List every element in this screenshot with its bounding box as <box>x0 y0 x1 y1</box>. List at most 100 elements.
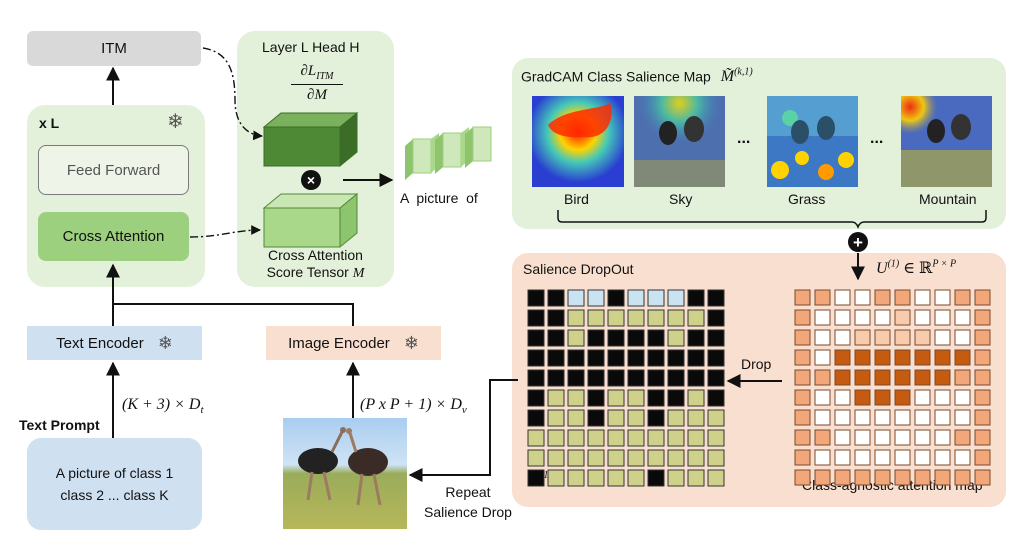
attention-dims: P × P <box>932 258 957 270</box>
gradcam-heatmap-bird <box>532 96 624 187</box>
tensor-symbol: M <box>352 266 365 281</box>
attention-cell <box>894 449 911 466</box>
gradient-tensor-block <box>262 111 359 168</box>
dropout-cell <box>687 349 705 367</box>
image-dims-label: (P x P + 1) × Dv <box>360 396 467 416</box>
dropout-cell <box>607 309 625 327</box>
dropout-cell <box>627 349 645 367</box>
dropout-cell <box>527 469 545 487</box>
dropout-cell <box>667 369 685 387</box>
dropout-cell <box>707 429 725 447</box>
output-caption: A picture of <box>400 190 478 206</box>
dropout-cell <box>667 389 685 407</box>
dropout-cell <box>567 389 585 407</box>
gradcam-superscript: (k,1) <box>734 67 753 78</box>
attention-cell <box>834 469 851 486</box>
dropout-cell <box>687 369 705 387</box>
attention-cell <box>834 429 851 446</box>
repeat-label: x L <box>39 115 60 131</box>
dropout-cell <box>707 349 725 367</box>
dropout-cell <box>707 289 725 307</box>
attention-cell <box>794 289 811 306</box>
dropout-cell <box>667 309 685 327</box>
transformer-layer-panel: x L ❄ Feed Forward Cross Attention <box>27 105 205 287</box>
feed-forward-label: Feed Forward <box>66 161 161 179</box>
attention-cell <box>874 309 891 326</box>
attention-cell <box>914 369 931 386</box>
attention-cell <box>834 409 851 426</box>
gradient-fraction: ∂LITM ∂M <box>277 63 357 104</box>
dropout-cell <box>527 449 545 467</box>
attention-superscript: (1) <box>887 258 900 270</box>
dropout-cell <box>647 429 665 447</box>
dropout-cell <box>607 349 625 367</box>
dropout-cell <box>687 329 705 347</box>
dropout-cell <box>627 289 645 307</box>
attention-cell <box>814 409 831 426</box>
attention-cell <box>834 449 851 466</box>
dropout-cell <box>567 469 585 487</box>
dropout-cell <box>587 289 605 307</box>
attention-cell <box>974 349 991 366</box>
gradcam-symbol-main: M̃ <box>720 68 735 86</box>
dropout-cell <box>587 469 605 487</box>
multiply-symbol: × <box>307 172 315 188</box>
attention-cell <box>934 409 951 426</box>
itm-label: ITM <box>101 40 127 57</box>
output-token-slabs <box>405 126 492 180</box>
dropout-cell <box>567 449 585 467</box>
attention-cell <box>814 389 831 406</box>
gradcam-heatmap-grass <box>767 96 858 187</box>
attention-symbol: U <box>876 260 888 277</box>
dropout-cell <box>527 409 545 427</box>
attention-cell <box>854 309 871 326</box>
attention-cell <box>934 349 951 366</box>
attention-cell <box>854 289 871 306</box>
gradient-numerator: ∂L <box>300 63 317 79</box>
dropout-cell <box>667 429 685 447</box>
attention-cell <box>854 469 871 486</box>
dropout-cell <box>667 329 685 347</box>
attention-cell <box>874 469 891 486</box>
attention-cell <box>854 349 871 366</box>
attention-cell <box>794 429 811 446</box>
attention-cell <box>914 429 931 446</box>
image-dims-main: (P x P + 1) × D <box>360 396 462 413</box>
attention-cell <box>914 409 931 426</box>
repeat-caption-line2: Salience Drop <box>424 504 512 520</box>
attention-cell <box>874 429 891 446</box>
dropout-cell <box>527 349 545 367</box>
dropout-cell <box>627 369 645 387</box>
dropout-cell <box>547 329 565 347</box>
dropout-cell <box>667 409 685 427</box>
arrow-repeat-drop <box>408 379 518 482</box>
tensor-label-line1: Cross Attention <box>268 247 363 263</box>
attention-cell <box>794 369 811 386</box>
attention-cell <box>954 449 971 466</box>
dropout-cell <box>587 349 605 367</box>
gradcam-title: GradCAM Class Salience Map <box>521 68 711 85</box>
dropout-cell <box>607 429 625 447</box>
dropout-cell <box>687 469 705 487</box>
tensor-label-line2: Score Tensor <box>266 264 353 280</box>
dropout-cell <box>647 469 665 487</box>
text-prompt-box: A picture of class 1 class 2 ... class K <box>27 438 202 530</box>
dropout-cell <box>607 409 625 427</box>
dropout-cell <box>567 309 585 327</box>
dropout-cell <box>587 389 605 407</box>
attention-cell <box>914 469 931 486</box>
dropout-cell <box>607 369 625 387</box>
fraction-bar <box>291 84 343 85</box>
attention-cell <box>894 309 911 326</box>
dropout-cell <box>627 309 645 327</box>
dropout-cell <box>687 289 705 307</box>
text-prompt-title: Text Prompt <box>19 417 100 433</box>
attention-tensor-block <box>262 192 359 249</box>
attention-cell <box>894 409 911 426</box>
attention-cell <box>814 369 831 386</box>
dropout-cell <box>687 409 705 427</box>
gradcam-heatmap-mountain <box>901 96 992 187</box>
text-encoder-label: Text Encoder <box>56 334 144 352</box>
dropout-cell <box>547 429 565 447</box>
attention-cell <box>794 329 811 346</box>
